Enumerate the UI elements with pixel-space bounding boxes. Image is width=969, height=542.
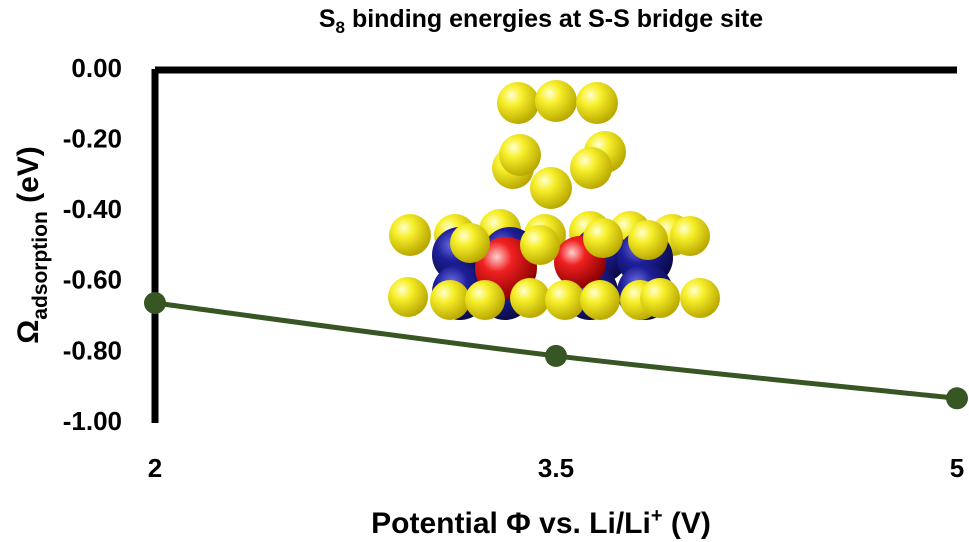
sulfur-atom: [520, 225, 560, 265]
x-tick-labels: 2 3.5 5: [148, 453, 964, 483]
sulfur-atom: [510, 278, 550, 318]
sulfur-atom: [530, 167, 572, 209]
sulfur-atom: [628, 220, 668, 260]
y-tick-labels: 0.00 -0.20 -0.40 -0.60 -0.80 -1.00: [63, 53, 122, 436]
sulfur-atom: [583, 218, 623, 258]
sulfur-atom: [640, 278, 680, 318]
sulfur-atom: [499, 134, 541, 176]
x-tick-label: 2: [148, 453, 162, 483]
y-axis-label-prefix: Ω: [12, 320, 45, 344]
x-axis-label-suffix: (V): [663, 507, 711, 540]
sulfur-atom: [497, 82, 539, 124]
data-point: [144, 291, 166, 314]
y-tick-label: -0.60: [63, 265, 122, 295]
sulfur-atom: [576, 82, 618, 124]
y-tick-label: -0.20: [63, 123, 122, 153]
sulfur-atom: [680, 278, 720, 318]
x-axis-label: Potential Φ vs. Li/Li+ (V): [371, 505, 711, 540]
sulfur-atom: [388, 277, 428, 317]
y-axis-label-suffix: (eV): [12, 146, 45, 211]
sulfur-atom: [450, 223, 490, 263]
sulfur-atom: [465, 280, 505, 320]
x-axis-label-prefix: Potential Φ vs. Li/Li: [371, 507, 651, 540]
series-layer: [144, 291, 968, 410]
sulfur-atom: [570, 147, 612, 189]
sulfur-atom: [670, 216, 710, 256]
y-tick-label: -0.40: [63, 194, 122, 224]
chart-title-rest: binding energies at S-S bridge site: [345, 5, 763, 33]
data-point: [946, 387, 968, 410]
chart-title-subscript: 8: [336, 18, 345, 37]
y-axis-label: Ωadsorption (eV): [12, 146, 52, 344]
sulfur-atom: [535, 80, 577, 122]
chart-title: S8 binding energies at S-S bridge site: [319, 5, 763, 37]
y-tick-label: 0.00: [71, 53, 122, 83]
x-tick-label: 5: [950, 453, 964, 483]
sulfur-atom: [580, 280, 620, 320]
x-tick-label: 3.5: [538, 453, 574, 483]
y-axis-label-subscript: adsorption: [29, 211, 52, 320]
x-axis-label-superscript: +: [651, 505, 663, 527]
chart-title-prefix: S: [319, 5, 336, 33]
y-tick-label: -1.00: [63, 406, 122, 436]
data-point: [545, 344, 567, 367]
sulfur-atom: [430, 280, 470, 320]
y-tick-label: -0.80: [63, 335, 122, 365]
sulfur-atom: [545, 280, 585, 320]
molecule-inset-image: [388, 80, 720, 320]
sulfur-atom: [390, 215, 430, 255]
